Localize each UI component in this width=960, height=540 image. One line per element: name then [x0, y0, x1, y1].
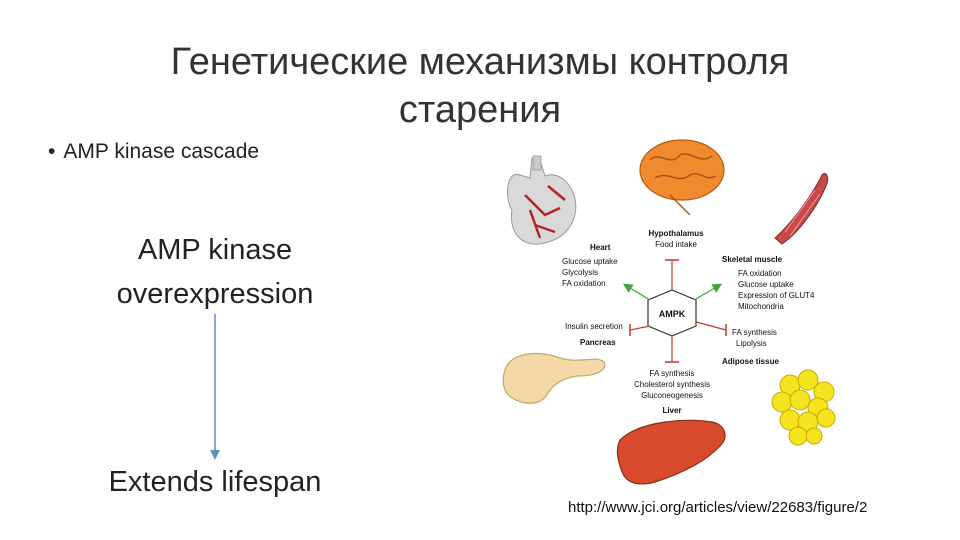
cause-line-1: AMP kinase [137, 234, 293, 266]
bullet-dot: • [48, 140, 56, 163]
adipose-title: Adipose tissue [722, 357, 779, 366]
connector-lines [622, 259, 727, 363]
adipose-image [771, 369, 836, 446]
heart-line-1: Glucose uptake [562, 257, 618, 266]
bullet-text: AMP kinase cascade [63, 140, 260, 163]
muscle-image [774, 172, 829, 245]
slide-title: Генетические механизмы контроля старения [100, 38, 860, 134]
skeletal-line-4: Mitochondria [738, 302, 784, 311]
pancreas-image [502, 352, 606, 404]
liver-image [616, 419, 726, 485]
ampk-hexagon: AMPK [647, 289, 697, 337]
pancreas-line-1: Insulin secretion [565, 322, 623, 331]
heart-line-3: FA oxidation [562, 279, 606, 288]
adipose-line-1: FA synthesis [732, 328, 777, 337]
liver-line-2: Cholesterol synthesis [634, 380, 710, 389]
heart-image [507, 155, 577, 245]
skeletal-title: Skeletal muscle [722, 255, 783, 264]
liver-line-3: Gluconeogenesis [641, 391, 703, 400]
effect-text: Extends lifespan [108, 466, 322, 498]
cause-line-2: overexpression [116, 278, 314, 310]
adipose-line-2: Lipolysis [736, 339, 767, 348]
ampk-label: AMPK [659, 309, 686, 319]
liver-line-1: FA synthesis [650, 369, 695, 378]
brain-image [639, 139, 725, 216]
skeletal-line-1: FA oxidation [738, 269, 782, 278]
flow-arrow [210, 314, 220, 460]
pancreas-title: Pancreas [580, 338, 616, 347]
source-url: http://www.jci.org/articles/view/22683/f… [568, 499, 868, 516]
skeletal-line-2: Glucose uptake [738, 280, 794, 289]
hypothalamus-title: Hypothalamus [648, 229, 704, 238]
skeletal-line-3: Expression of GLUT4 [738, 291, 815, 300]
title-line-1: Генетические механизмы контроля [170, 41, 790, 83]
heart-line-2: Glycolysis [562, 268, 598, 277]
heart-title: Heart [590, 243, 611, 252]
title-line-2: старения [398, 89, 562, 131]
bullet-item: • AMP kinase cascade [48, 140, 259, 164]
cause-text: AMP kinase overexpression [60, 228, 370, 316]
hypothalamus-line-1: Food intake [655, 240, 697, 249]
liver-title: Liver [662, 406, 681, 415]
